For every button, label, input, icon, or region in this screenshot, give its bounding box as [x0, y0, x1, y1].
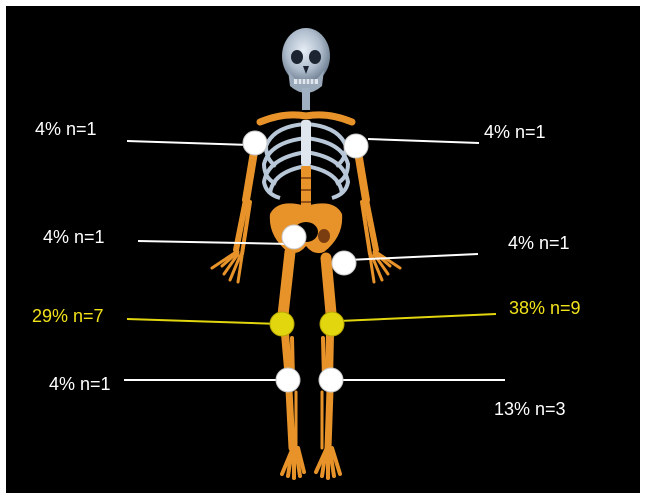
hands: [212, 252, 400, 282]
joint-marker-left-ankle: [319, 368, 343, 392]
leader-line-right-hip: [138, 241, 290, 244]
skull: [282, 28, 330, 93]
feet: [282, 448, 340, 478]
label-left-ankle: 13% n=3: [494, 399, 566, 419]
lumbar-spine: [301, 166, 311, 210]
pelvis: [270, 203, 342, 253]
joint-marker-left-hip: [332, 251, 356, 275]
label-left-shoulder: 4% n=1: [484, 122, 546, 142]
joint-marker-right-ankle: [276, 368, 300, 392]
label-left-knee: 38% n=9: [509, 298, 581, 318]
leader-line-left-shoulder: [368, 139, 479, 143]
label-right-ankle: 4% n=1: [49, 374, 111, 394]
cervical-spine: [302, 88, 310, 110]
legs: [282, 252, 332, 448]
label-right-knee: 29% n=7: [32, 306, 104, 326]
leader-line-right-shoulder: [127, 141, 250, 145]
joint-marker-left-shoulder: [344, 134, 368, 158]
sternum: [301, 120, 311, 166]
label-right-hip: 4% n=1: [43, 227, 105, 247]
joint-marker-left-knee: [320, 312, 344, 336]
label-left-hip: 4% n=1: [508, 233, 570, 253]
joint-marker-right-knee: [270, 312, 294, 336]
leader-line-right-knee: [127, 319, 280, 324]
joint-marker-right-shoulder: [243, 131, 267, 155]
label-right-shoulder: 4% n=1: [35, 119, 97, 139]
skeleton-illustration: [212, 28, 400, 478]
joint-marker-right-hip: [282, 225, 306, 249]
leader-line-left-knee: [339, 314, 496, 321]
leader-line-left-hip: [348, 254, 478, 260]
